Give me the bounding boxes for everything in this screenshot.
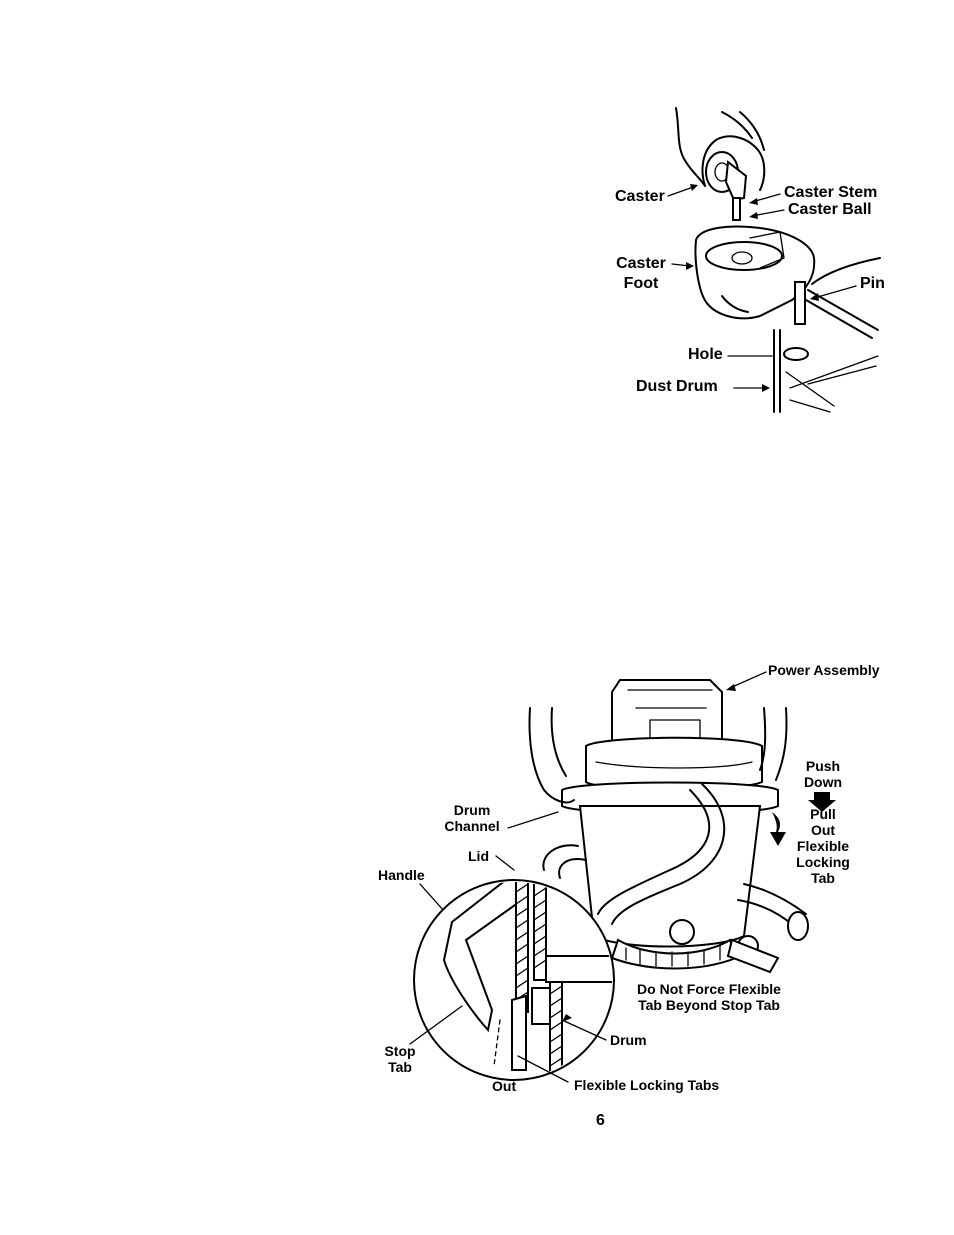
label-handle: Handle	[378, 867, 425, 883]
label-drum: Drum	[610, 1032, 647, 1048]
label-lid: Lid	[468, 848, 489, 864]
label-flexible-locking-tabs: Flexible Locking Tabs	[574, 1077, 719, 1093]
label-pull-out-flexible-locking-tab: Pull Out Flexible Locking Tab	[788, 806, 858, 886]
label-warning: Do Not Force Flexible Tab Beyond Stop Ta…	[628, 981, 790, 1013]
page-number: 6	[596, 1112, 605, 1130]
label-out: Out	[492, 1078, 516, 1094]
label-power-assembly: Power Assembly	[768, 662, 880, 678]
label-push-down: Push Down	[796, 758, 850, 790]
label-stop-tab: Stop Tab	[378, 1043, 422, 1075]
label-drum-channel: Drum Channel	[440, 802, 504, 834]
